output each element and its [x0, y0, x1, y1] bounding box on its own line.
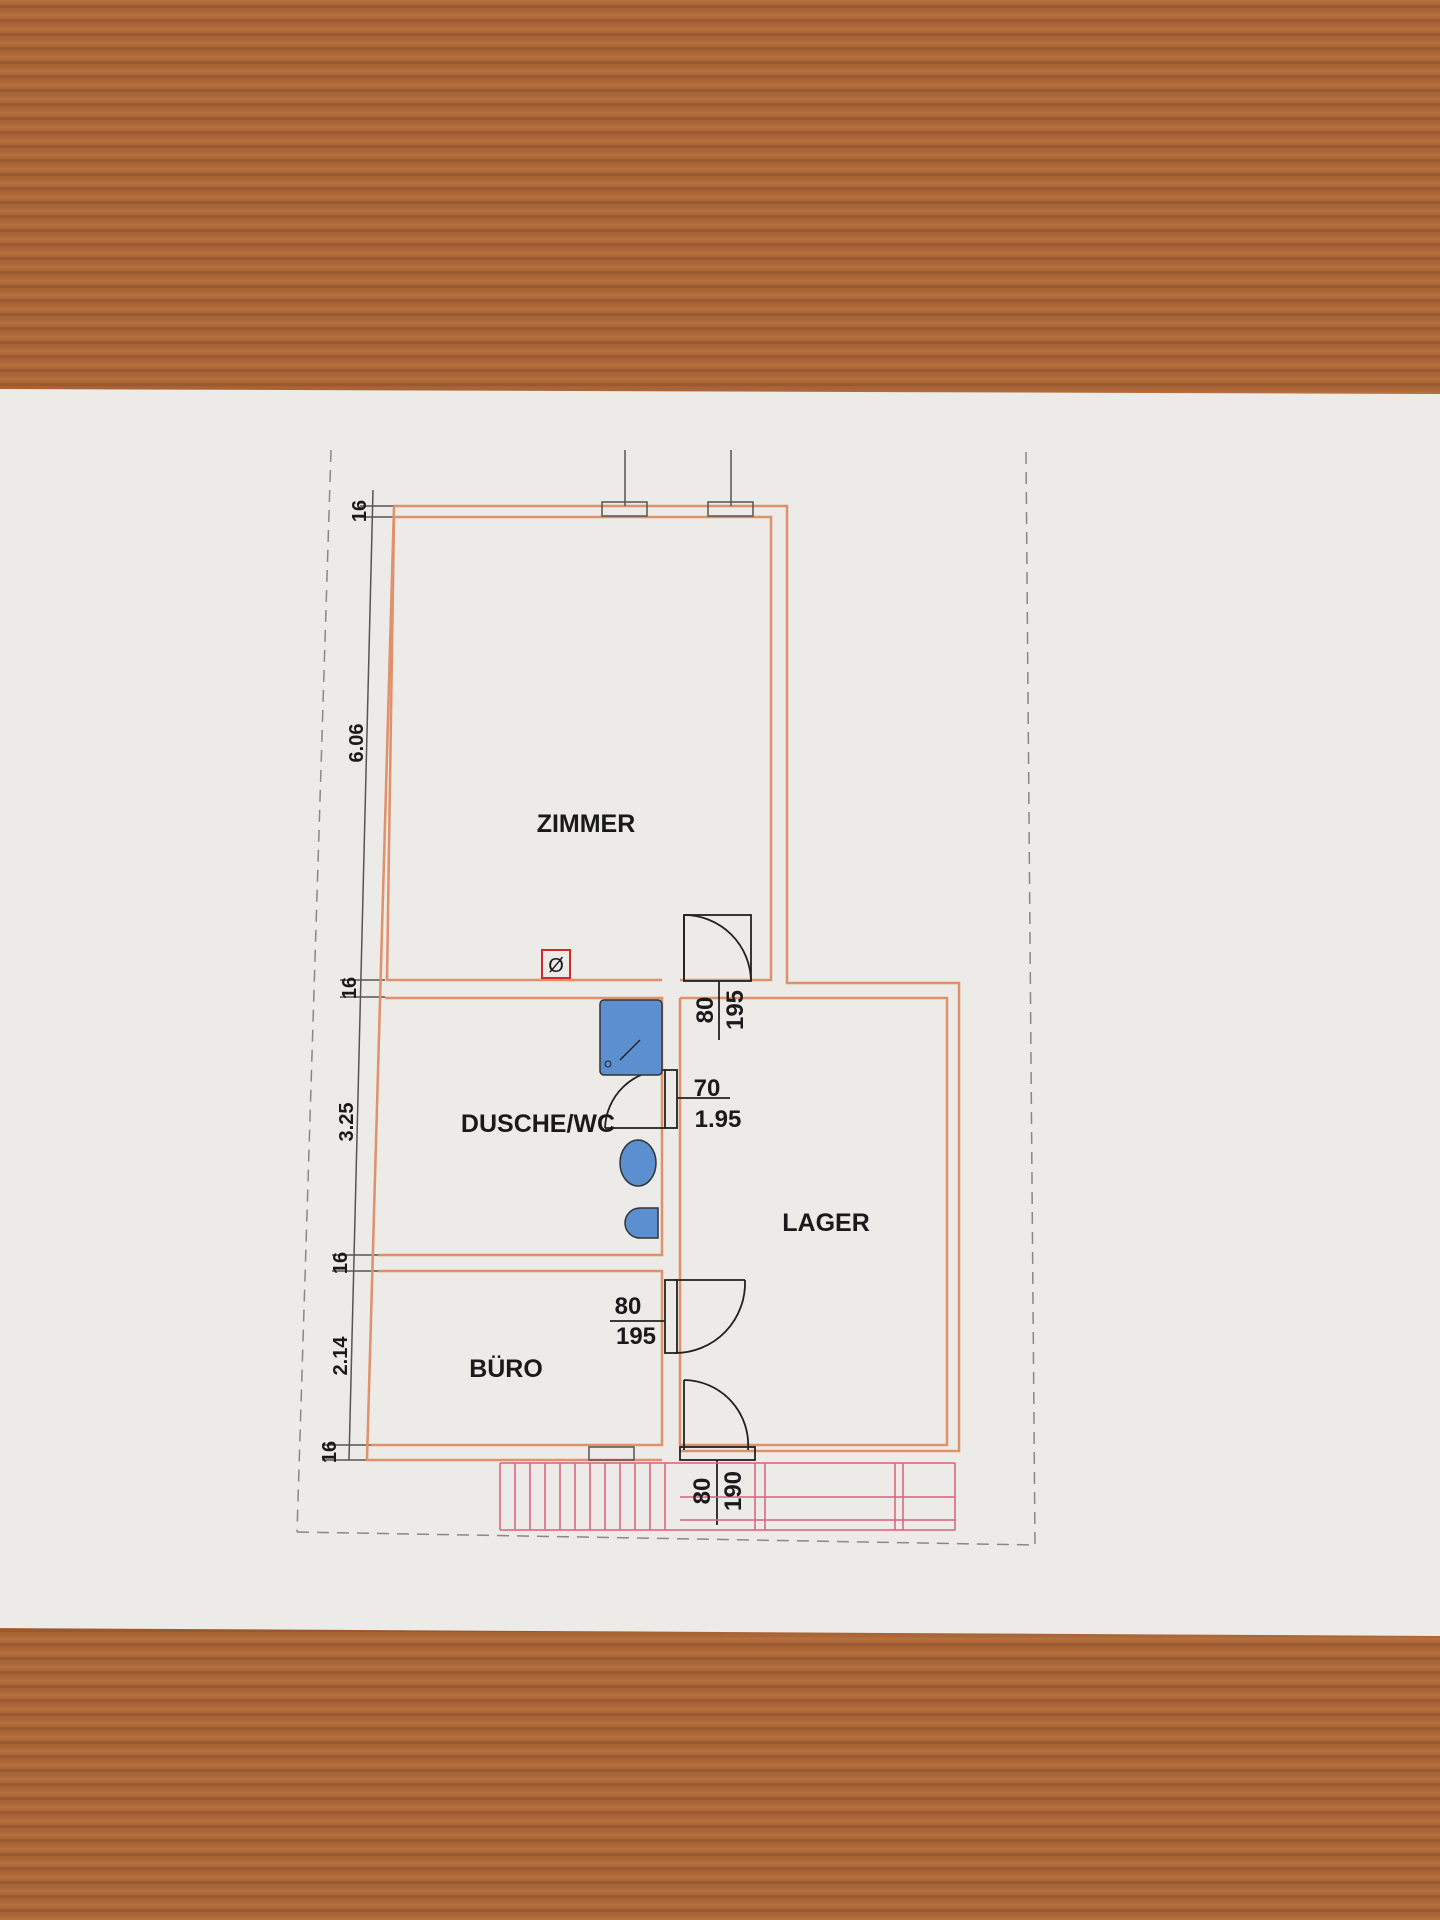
dimension-line	[348, 489, 374, 1461]
door-zimmer-width: 80	[692, 997, 719, 1024]
wood-table-bottom	[0, 1600, 1440, 1920]
room-label-lager: LAGER	[782, 1209, 870, 1237]
dim-wall-3: 16	[330, 1252, 352, 1274]
door-zimmer-lager	[683, 914, 752, 1040]
door-entrance-height: 190	[720, 1471, 747, 1511]
toilet-icon	[624, 1207, 659, 1239]
dim-wall-top: 16	[349, 500, 371, 522]
door-buero-lager	[610, 1279, 746, 1354]
vent-symbol: Ø	[541, 949, 571, 979]
paper-sheet	[0, 389, 1440, 1636]
dim-wall-bottom: 16	[319, 1441, 341, 1463]
dim-buero-height: 2.14	[330, 1336, 352, 1376]
dim-dusche-height: 3.25	[336, 1103, 358, 1142]
door-entrance	[679, 1379, 756, 1525]
door-dusche-width: 70	[694, 1075, 721, 1102]
stairs	[499, 1462, 956, 1531]
room-label-dusche-wc: DUSCHE/WC	[461, 1110, 615, 1138]
dim-zimmer-height: 6.06	[346, 724, 368, 763]
door-entrance-width: 80	[689, 1478, 716, 1505]
dashed-outline-left	[296, 449, 332, 1533]
dim-wall-2: 16	[339, 977, 361, 999]
door-buero-width: 80	[615, 1293, 642, 1320]
room-label-buero: BÜRO	[469, 1354, 543, 1383]
window-top-2	[707, 450, 754, 517]
window-top-1	[601, 450, 648, 517]
walls	[365, 504, 961, 1462]
shower-icon	[599, 999, 663, 1076]
window-bottom	[588, 1446, 635, 1461]
dashed-outline-bottom	[296, 1531, 1036, 1546]
door-buero-height: 195	[616, 1323, 656, 1350]
vent-symbol-glyph: Ø	[548, 955, 564, 977]
door-dusche-height: 1.95	[695, 1106, 742, 1133]
room-label-zimmer: ZIMMER	[537, 810, 636, 838]
dashed-outline-right	[1025, 451, 1036, 1546]
door-zimmer-height: 195	[722, 990, 749, 1030]
sink-icon	[619, 1139, 657, 1187]
wood-table-top	[0, 0, 1440, 400]
